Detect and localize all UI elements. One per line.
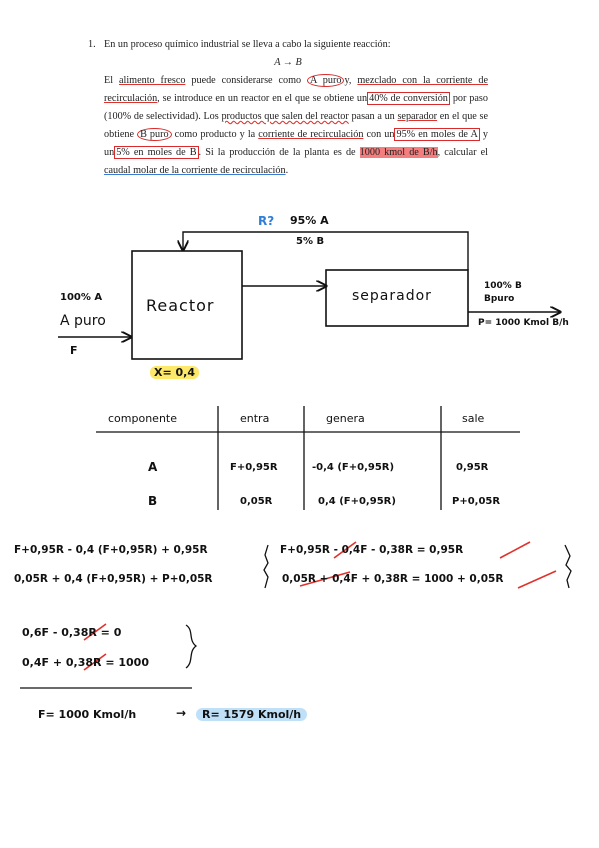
result-arrow: →	[176, 706, 187, 720]
text-segment: y,	[344, 75, 358, 86]
table-header-component: componente	[108, 412, 177, 425]
equation-1-right: F+0,95R - 0,4F - 0,38R = 0,95R	[280, 544, 464, 556]
brace-right-system	[564, 544, 572, 589]
equation-2-right: 0,05R + 0,4F + 0,38R = 1000 + 0,05R	[282, 573, 504, 585]
brace-reduced-system	[185, 624, 198, 669]
table-cell-a: A	[148, 460, 158, 474]
equation-2-left: 0,05R + 0,4 (F+0,95R) + P+0,05R	[14, 573, 213, 585]
text-segment: como producto y la	[171, 129, 259, 140]
recycle-composition-b: 5% B	[296, 236, 325, 247]
feed-variable: F	[70, 344, 78, 357]
separator-label: separador	[352, 288, 432, 304]
text-segment: por paso (100% de selectividad). Los	[104, 93, 488, 122]
text-segment: puede considerarse como	[185, 75, 308, 86]
equation-1-left: F+0,95R - 0,4 (F+0,95R) + 0,95R	[14, 544, 208, 556]
text-segment: El	[104, 75, 119, 86]
table-cell-b-out: P+0,05R	[452, 496, 501, 507]
boxed-conversion: 40% de conversión	[367, 92, 450, 105]
problem-number: 1.	[88, 39, 96, 50]
feed-composition: 100% A	[60, 292, 103, 303]
cancel-stroke	[299, 571, 351, 587]
underlined-fresh-feed: alimento fresco	[118, 75, 186, 86]
text-segment: con un	[363, 129, 395, 140]
product-flow: P= 1000 Kmol B/h	[478, 318, 569, 328]
problem-heading: En un proceso químico industrial se llev…	[104, 39, 391, 50]
table-cell-a-in: F+0,95R	[230, 462, 278, 473]
underlined-target: caudal molar de la corriente de recircul…	[104, 165, 286, 176]
recycle-composition-a: 95% A	[290, 214, 329, 227]
circled-pure-a: A puro	[307, 74, 345, 87]
wavy-reactor-products: productos que salen del reactor	[221, 111, 349, 122]
text-segment: y un	[104, 129, 488, 158]
text-segment: . Si la producción de la planta es de	[198, 147, 360, 158]
underlined-separator: separador	[397, 111, 438, 122]
table-cell-b-gen: 0,4 (F+0,95R)	[318, 496, 396, 507]
recycle-question: R?	[258, 214, 275, 228]
table-header-generated: genera	[326, 412, 365, 425]
table-cell-b-in: 0,05R	[240, 496, 273, 507]
reactor-label: Reactor	[146, 296, 215, 315]
table-cell-a-out: 0,95R	[456, 462, 489, 473]
table-header-in: entra	[240, 412, 270, 425]
text-segment: , se introduce en un reactor en el que s…	[157, 93, 368, 104]
highlighted-production: 1000 kmol de B/h	[359, 147, 438, 158]
table-cell-a-gen: -0,4 (F+0,95R)	[312, 462, 395, 473]
result-r: R= 1579 Kmol/h	[196, 708, 308, 721]
cancel-stroke	[333, 541, 357, 559]
boxed-95-a: 95% en moles de A	[394, 128, 480, 141]
cancel-stroke	[83, 623, 107, 641]
feed-name: A puro	[60, 313, 106, 329]
circled-pure-b: B puro	[137, 128, 172, 141]
cancel-stroke	[517, 570, 557, 589]
problem-paragraph: El alimento fresco puede considerarse co…	[104, 72, 488, 180]
product-name: Bpuro	[484, 294, 515, 304]
text-segment: , calcular el	[437, 147, 488, 158]
underlined-recycle-mix: mezclado con la corriente de recirculaci…	[104, 75, 488, 104]
result-f: F= 1000 Kmol/h	[38, 708, 137, 721]
brace-left-system	[263, 544, 269, 589]
conversion-label: X= 0,4	[150, 366, 200, 379]
boxed-5-b: 5% en moles de B	[114, 146, 199, 159]
equation-4: 0,4F + 0,38R = 1000	[22, 656, 149, 669]
table-header-out: sale	[462, 412, 485, 425]
cancel-stroke	[499, 541, 531, 559]
cancel-stroke	[83, 653, 107, 671]
underlined-recycle-stream: corriente de recirculación	[258, 129, 364, 140]
recycle-line	[183, 231, 469, 270]
text-segment: en el que se obtiene	[104, 111, 489, 140]
equation-3: 0,6F - 0,38R = 0	[22, 626, 122, 639]
product-composition: 100% B	[484, 281, 522, 291]
text-segment: pasan a un	[348, 111, 398, 122]
reaction-equation: A → B	[274, 57, 302, 68]
separator-box	[325, 269, 469, 327]
text-segment: .	[285, 165, 289, 176]
table-cell-b: B	[148, 494, 158, 508]
